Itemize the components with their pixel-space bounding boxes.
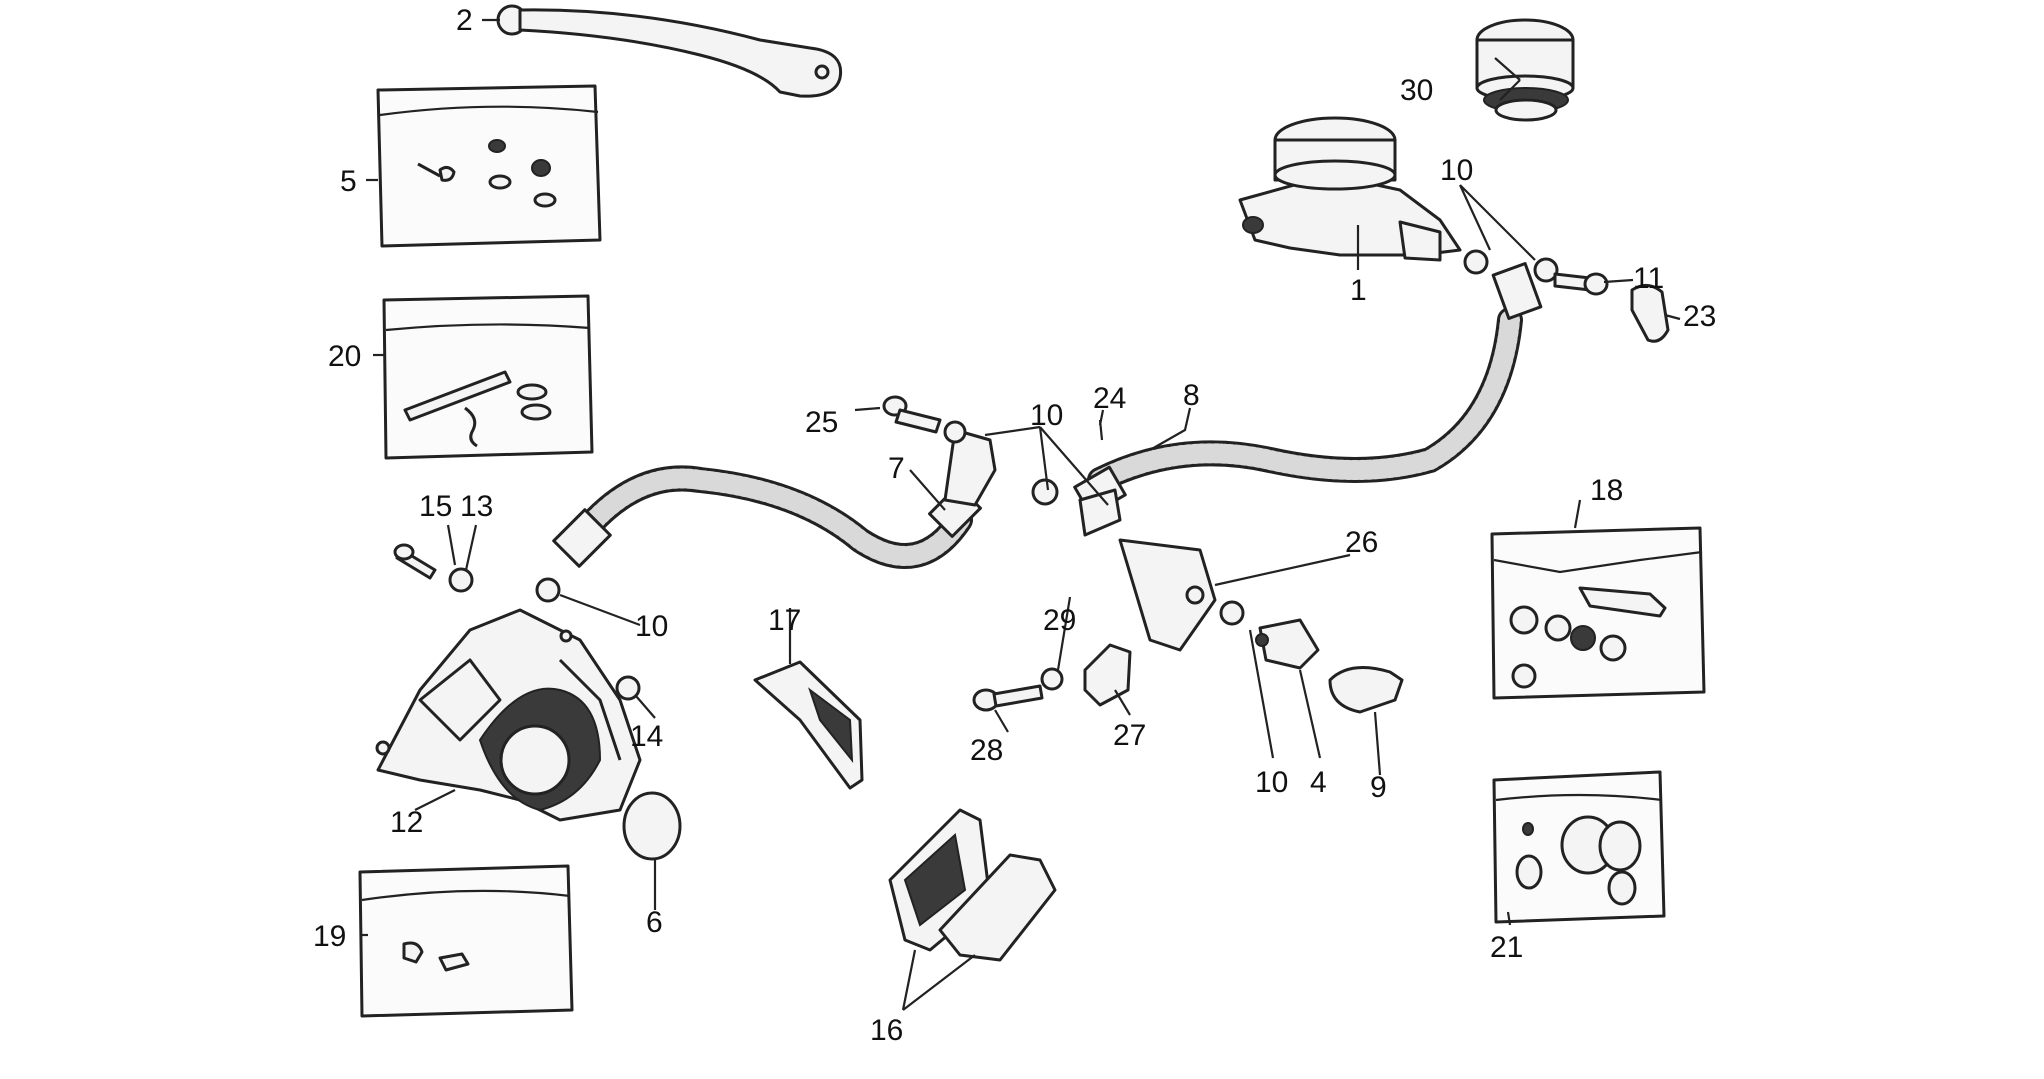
part-13-washer (448, 567, 474, 593)
part-14-washer (615, 675, 641, 701)
part-16-brake-pads (888, 808, 1057, 962)
part-10-washer-caliper (535, 577, 561, 603)
callout-12: 12 (390, 806, 423, 839)
callout-5: 5 (340, 165, 357, 198)
part-28-bolt (972, 684, 1044, 712)
banjo-fitting (1078, 488, 1122, 537)
callout-10-lower: 10 (1255, 766, 1288, 799)
callout-24: 24 (1093, 382, 1126, 415)
part-2-brake-lever (496, 4, 843, 98)
callout-29: 29 (1043, 604, 1076, 637)
callout-18: 18 (1590, 474, 1623, 507)
part-25-banjo-bolt (882, 395, 942, 434)
part-6-round-shim (622, 791, 682, 861)
leader-lines (360, 18, 1681, 1011)
callout-20: 20 (328, 340, 361, 373)
callout-4: 4 (1310, 766, 1327, 799)
callout-28: 28 (970, 734, 1003, 767)
callout-17: 17 (768, 604, 801, 637)
part-30-reservoir-cap (1475, 18, 1575, 122)
callout-15: 15 (419, 490, 452, 523)
part-5-small-parts-bag (376, 84, 602, 248)
callout-23: 23 (1683, 300, 1716, 333)
part-19-small-parts-bag (358, 864, 574, 1018)
part-18-repair-kit-bag (1490, 526, 1706, 700)
callout-13: 13 (460, 490, 493, 523)
part-7-brake-hose (552, 428, 997, 569)
callout-19: 19 (313, 920, 346, 953)
part-11-banjo-bolt (1553, 272, 1609, 296)
callout-26: 26 (1345, 526, 1378, 559)
callout-14: 14 (630, 720, 663, 753)
part-10-washer-lower (1219, 600, 1245, 626)
callout-9: 9 (1370, 771, 1387, 804)
callout-21: 21 (1490, 931, 1523, 964)
part-10-washer-upper (943, 420, 967, 444)
part-15-bolt (393, 543, 437, 580)
callout-10-master: 10 (1440, 154, 1473, 187)
callout-labels: 2 5 20 19 12 6 15 13 10 14 7 25 10 24 8 … (313, 4, 1716, 1047)
part-29-washer (1040, 667, 1064, 691)
callout-8: 8 (1183, 379, 1200, 412)
callout-27: 27 (1113, 719, 1146, 752)
part-10-washer-mid (1031, 478, 1059, 506)
callout-30: 30 (1400, 74, 1433, 107)
part-23-dust-cap (1630, 284, 1670, 343)
part-10-washer-master-a (1463, 249, 1489, 275)
part-27-bracket (1083, 643, 1132, 707)
callout-11: 11 (1633, 262, 1664, 295)
part-17-clip (753, 660, 864, 790)
callout-10-caliper: 10 (635, 610, 668, 643)
part-4-switch (1255, 618, 1320, 670)
part-8-brake-hose (1073, 262, 1543, 517)
callout-10-mid: 10 (1030, 399, 1063, 432)
callout-16: 16 (870, 1014, 903, 1047)
part-12-brake-caliper (375, 608, 642, 822)
part-20-small-parts-bag (382, 294, 594, 460)
callout-7: 7 (888, 452, 905, 485)
part-26-junction-block (1118, 538, 1217, 652)
part-1-master-cylinder (1238, 116, 1462, 262)
part-9-switch-boot (1328, 666, 1404, 714)
callout-1: 1 (1350, 274, 1367, 307)
part-21-seal-kit-bag (1492, 770, 1666, 924)
callout-6: 6 (646, 906, 663, 939)
part-10-washer-master-b (1533, 257, 1559, 283)
callout-2: 2 (456, 4, 473, 37)
callout-25: 25 (805, 406, 838, 439)
